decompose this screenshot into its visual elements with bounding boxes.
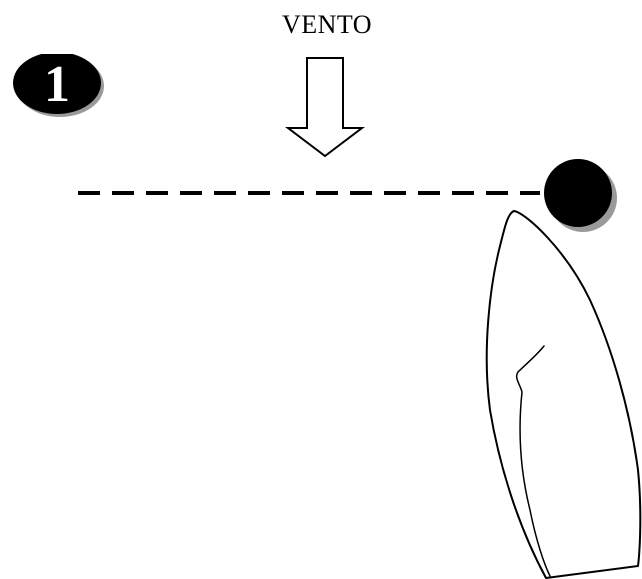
step-number: 1 — [44, 56, 70, 113]
step-badge: 1 — [6, 54, 106, 124]
buoy-icon — [544, 159, 612, 227]
step-badge-disc — [13, 54, 101, 114]
wind-label: VENTO — [281, 10, 373, 39]
arrow-down-icon — [285, 57, 365, 158]
boat-deck-line — [515, 345, 551, 577]
step-badge-shape: 1 — [13, 54, 104, 117]
sailboat-hull-icon — [485, 210, 642, 579]
